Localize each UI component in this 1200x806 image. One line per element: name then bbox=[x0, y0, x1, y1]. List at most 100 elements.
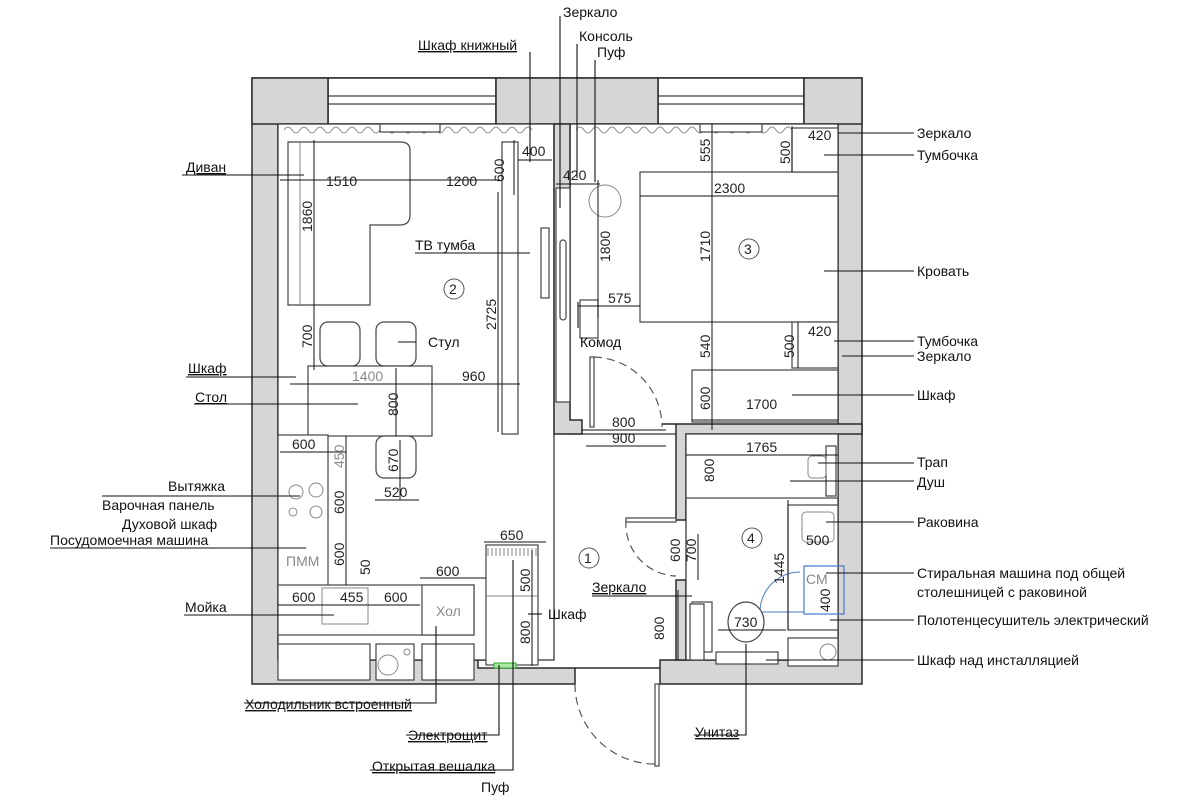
dim-fridge-600: 600 bbox=[436, 563, 460, 579]
dim-mirror-1800: 1800 bbox=[597, 231, 613, 262]
dim-bath-600: 600 bbox=[667, 538, 683, 562]
label-zerkalo-r1: Зеркало bbox=[917, 125, 972, 141]
wardrobe-bedroom bbox=[691, 369, 839, 423]
label-konsol: Консоль bbox=[579, 28, 633, 44]
drain-rail bbox=[825, 445, 837, 497]
tv bbox=[540, 227, 550, 299]
dim-bed-2300: 2300 bbox=[714, 180, 745, 196]
label-veshalka: Открытая вешалка bbox=[372, 758, 495, 774]
dim-closet-600: 600 bbox=[697, 386, 713, 410]
shower bbox=[685, 433, 839, 499]
dim-kitchen-600-top: 600 bbox=[292, 436, 316, 452]
label-puf-bottom: Пуф bbox=[481, 779, 509, 795]
room-number-4: 4 bbox=[747, 530, 755, 546]
label-pmm: ПММ bbox=[286, 553, 319, 569]
dim-tumb2-420: 420 bbox=[808, 323, 832, 339]
dim-sofa-gap: 1200 bbox=[446, 173, 477, 189]
dim-bookcase-depth: 600 bbox=[491, 158, 507, 182]
dim-basin-500: 500 bbox=[806, 532, 830, 548]
washing-machine bbox=[803, 565, 845, 615]
dim-bath-1445: 1445 bbox=[771, 553, 787, 584]
label-krovat: Кровать bbox=[917, 263, 969, 279]
dim-door-900: 900 bbox=[612, 430, 636, 446]
drain bbox=[807, 455, 827, 479]
vanity-counter bbox=[787, 504, 839, 631]
label-dukhovoy: Духовой шкаф bbox=[122, 516, 217, 532]
label-zerkalo-top: Зеркало bbox=[563, 4, 618, 20]
label-varochnaya: Варочная панель bbox=[102, 497, 215, 513]
door-entrance-swing bbox=[574, 683, 656, 765]
label-elektroshchit: Электрощит bbox=[408, 727, 488, 743]
label-tumbochka-r2: Тумбочка bbox=[917, 333, 978, 349]
label-trap: Трап bbox=[917, 454, 948, 470]
dim-chair-520: 520 bbox=[384, 484, 408, 500]
dim-bed-555: 555 bbox=[697, 138, 713, 162]
pouf bbox=[588, 184, 622, 218]
dim-sink-600-l: 600 bbox=[292, 589, 316, 605]
fridge bbox=[421, 584, 475, 636]
dim-dining-700: 700 bbox=[299, 324, 315, 348]
dim-hall-mirror-800: 800 bbox=[651, 616, 667, 640]
label-kholodilnik: Холодильник встроенный bbox=[245, 696, 412, 712]
dimension-lines bbox=[278, 124, 838, 666]
door-bath bbox=[625, 517, 677, 523]
dim-bath-700: 700 bbox=[683, 538, 699, 562]
label-shkaf-hall: Шкаф bbox=[548, 606, 587, 622]
window-living bbox=[327, 77, 497, 125]
towel-warmer-box bbox=[787, 637, 839, 667]
dim-shower-800: 800 bbox=[701, 458, 717, 482]
dim-wc-730: 730 bbox=[734, 614, 758, 630]
dim-chair-670: 670 bbox=[385, 448, 401, 472]
label-shkaf-left: Шкаф bbox=[188, 360, 227, 376]
label-tumbochka-r1: Тумбочка bbox=[917, 147, 978, 163]
label-divan: Диван bbox=[186, 159, 226, 175]
furniture-bathroom bbox=[685, 433, 845, 667]
dim-kitchen-600-a: 600 bbox=[331, 490, 347, 514]
appliance-box-1 bbox=[277, 643, 371, 681]
tv-cabinet bbox=[501, 141, 519, 435]
dim-table-gap: 960 bbox=[462, 368, 486, 384]
label-zerkalo-r2: Зеркало bbox=[917, 348, 972, 364]
electric-panel bbox=[493, 662, 517, 669]
label-stiralnaya-1: Стиральная машина под общей bbox=[917, 565, 1125, 581]
dimension-texts: 1510 1200 1860 600 400 420 2725 700 1400… bbox=[292, 127, 833, 644]
sink bbox=[321, 587, 369, 625]
label-sm: СМ bbox=[806, 571, 828, 587]
dim-bookcase-w: 400 bbox=[522, 143, 546, 159]
label-zerkalo-hall: Зеркало bbox=[592, 579, 647, 595]
bath-shelf bbox=[689, 603, 705, 661]
label-vytyazhka: Вытяжка bbox=[168, 478, 225, 494]
leader-lines bbox=[50, 16, 914, 771]
dim-table-len: 1400 bbox=[352, 368, 383, 384]
room-number-3: 3 bbox=[744, 241, 752, 257]
dim-tumb1-420: 420 bbox=[808, 127, 832, 143]
dim-shower-1765: 1765 bbox=[746, 439, 777, 455]
washing-box bbox=[375, 643, 415, 681]
nightstand-2 bbox=[791, 321, 839, 369]
door-entrance bbox=[654, 683, 660, 767]
room-number-2: 2 bbox=[449, 281, 457, 297]
dim-bed-540: 540 bbox=[697, 334, 713, 358]
sofa bbox=[287, 141, 411, 306]
label-dush: Душ bbox=[917, 474, 945, 490]
label-shkaf-bedroom: Шкаф bbox=[917, 387, 956, 403]
chair-1 bbox=[319, 321, 361, 367]
dim-komod-575: 575 bbox=[608, 290, 632, 306]
appliance-box-3 bbox=[421, 643, 475, 681]
label-stol: Стол bbox=[195, 389, 227, 405]
dim-kitchen-600-b: 600 bbox=[331, 542, 347, 566]
label-rakovina: Раковина bbox=[917, 514, 979, 530]
label-khol: Хол bbox=[436, 603, 461, 619]
dim-sofa-len: 1510 bbox=[326, 173, 357, 189]
radiator-living bbox=[283, 126, 533, 134]
toilet bbox=[727, 601, 765, 643]
dim-wardrobe-800: 800 bbox=[517, 620, 533, 644]
label-polotentse: Полотенцесушитель электрический bbox=[917, 612, 1149, 628]
dim-wm-400: 400 bbox=[817, 588, 833, 612]
basin bbox=[801, 511, 835, 543]
dim-wardrobe-650: 650 bbox=[500, 527, 524, 543]
dining-table bbox=[307, 365, 433, 437]
label-posudomoechnaya: Посудомоечная машина bbox=[50, 532, 209, 548]
inplan-labels: ПММ Хол СМ Комод bbox=[286, 334, 828, 619]
